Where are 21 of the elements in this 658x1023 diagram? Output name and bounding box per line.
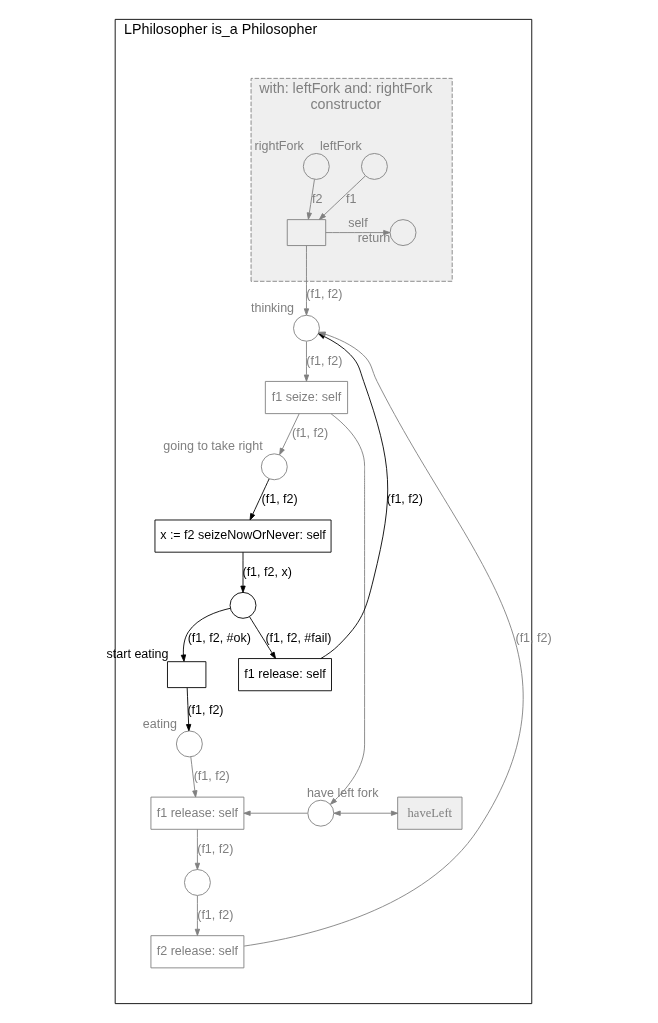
edge-label: (f1, f2)	[261, 492, 298, 507]
node-label: have left fork	[306, 785, 378, 800]
node-label: eating	[142, 716, 177, 731]
edge-label: (f1, f2)	[193, 769, 230, 784]
edge-label: (f1, f2)	[305, 353, 342, 368]
edge-label: f2	[311, 191, 322, 206]
edge-label: (f1, f2)	[305, 287, 342, 302]
edge-label: (f1, f2)	[196, 841, 233, 856]
node-label: return	[357, 231, 390, 246]
edge-label: (f1, f2, #fail)	[264, 630, 331, 645]
node-label: rightFork	[254, 139, 304, 154]
edge-label: (f1, f2, #ok)	[187, 630, 251, 645]
edge-label: (f1, f2)	[186, 703, 224, 718]
edge-label: (f1, f2)	[196, 907, 233, 922]
edge-label: (f1, f2, x)	[241, 564, 292, 579]
edge-label: self	[347, 215, 368, 230]
node-label: leftFork	[319, 139, 362, 154]
edge-label: (f1, f2)	[291, 426, 328, 441]
node-label: going to take right	[162, 439, 263, 454]
edge-label: f1	[345, 191, 356, 206]
node-label: thinking	[250, 300, 294, 315]
